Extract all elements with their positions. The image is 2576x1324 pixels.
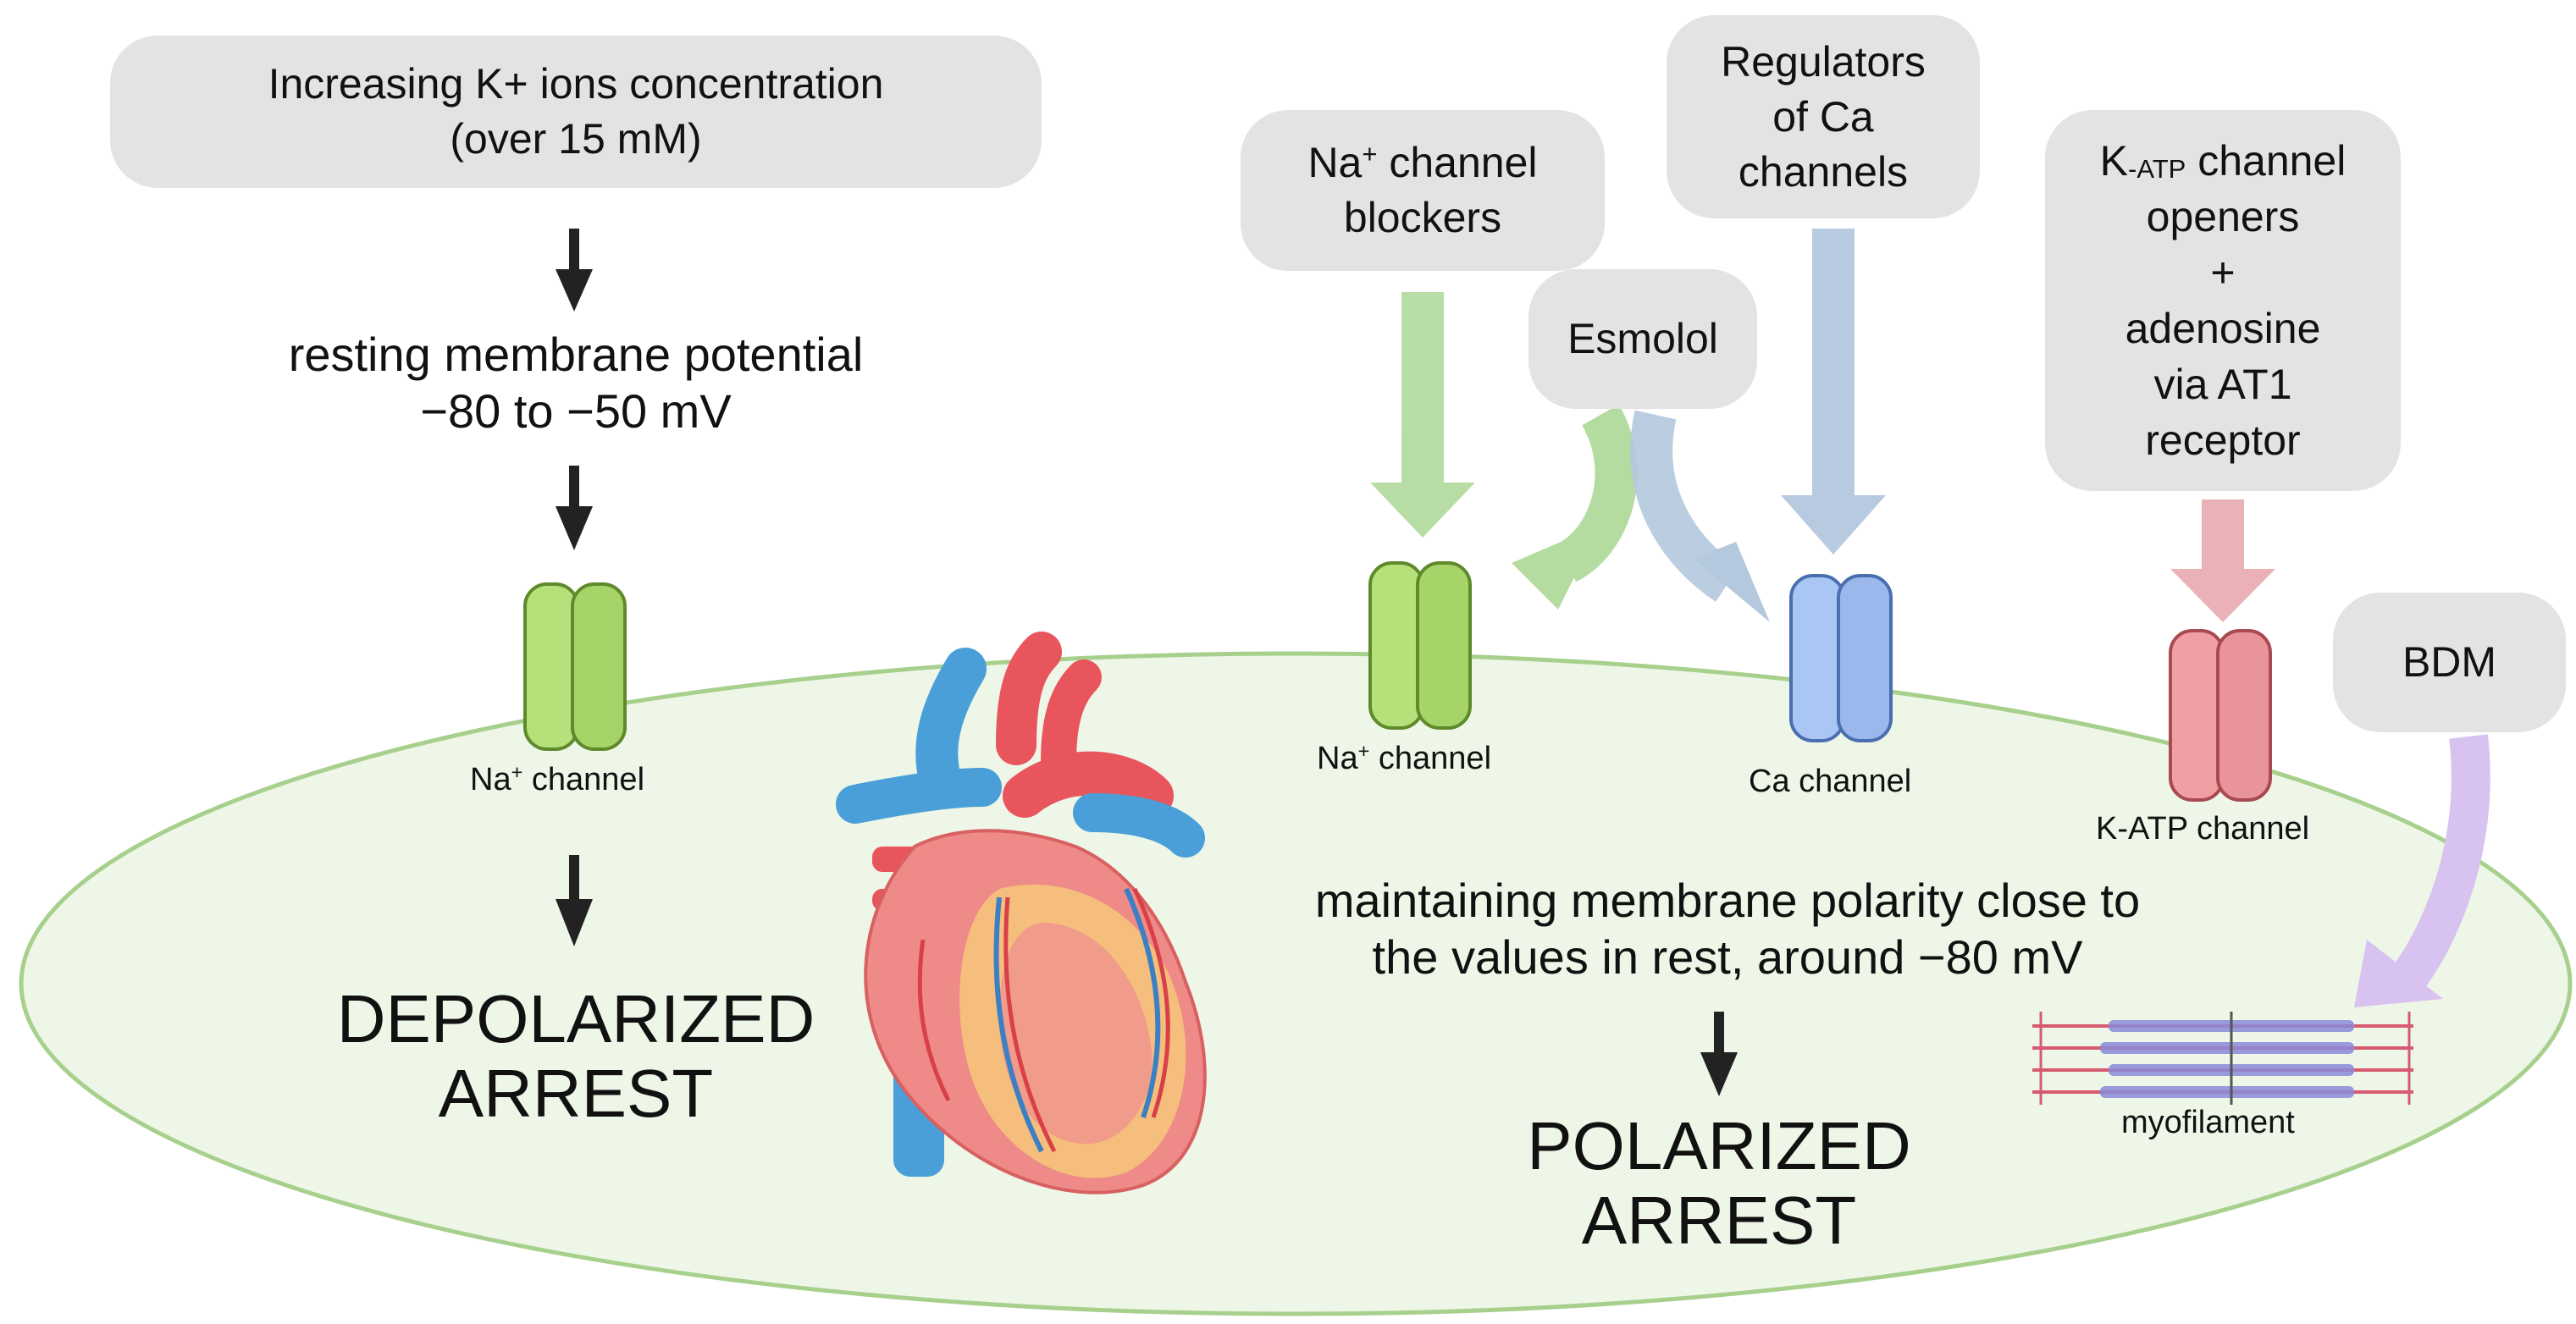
myofilament-illustration	[2032, 1012, 2413, 1105]
katp-channel-label: K-ATP channel	[2096, 811, 2310, 847]
polarity-line2: the values in rest, around −80 mV	[1372, 930, 2083, 985]
bdm-label: BDM	[2402, 638, 2497, 686]
flow-arrow-1	[556, 229, 593, 312]
depolarized-line2: ARREST	[438, 1056, 714, 1131]
flow-arrow-4	[1700, 1012, 1738, 1096]
resting-potential-text: resting membrane potential −80 to −50 mV	[135, 326, 1016, 439]
na-channel-left-icon	[523, 582, 627, 751]
ca-regulator-arrow	[1781, 229, 1886, 554]
ca-channel-icon	[1789, 574, 1893, 742]
polarized-line2: ARREST	[1581, 1183, 1857, 1258]
ca-reg-line1: Regulators	[1721, 37, 1926, 86]
myofilament-label: myofilament	[2121, 1105, 2295, 1140]
katp-opener-arrow	[2170, 499, 2275, 622]
polarized-arrest-text: POLARIZED ARREST	[1457, 1109, 1982, 1258]
katp-line6: receptor	[2145, 417, 2301, 464]
k-concentration-box: Increasing K+ ions concentration (over 1…	[110, 36, 1042, 188]
polarized-line1: POLARIZED	[1527, 1108, 1911, 1183]
esmolol-label: Esmolol	[1567, 315, 1718, 362]
na-channel-left-label: Na+ channel	[470, 761, 645, 797]
na-channel-right-icon	[1368, 561, 1472, 730]
bdm-arrow	[2354, 734, 2490, 1007]
na-blockers-box: Na+ channel blockers	[1241, 110, 1605, 271]
katp-line4: adenosine	[2125, 305, 2321, 352]
ca-channel-label: Ca channel	[1749, 764, 1912, 799]
flow-arrow-2	[556, 466, 593, 550]
ca-reg-line3: channels	[1738, 147, 1909, 196]
polarity-text: maintaining membrane polarity close to t…	[1194, 872, 2261, 985]
depolarized-arrest-text: DEPOLARIZED ARREST	[254, 982, 898, 1131]
na-blockers-line2: blockers	[1343, 194, 1502, 241]
ca-regulators-box: Regulators of Ca channels	[1667, 15, 1980, 218]
heart-illustration	[836, 632, 1207, 1194]
k-box-line2: (over 15 mM)	[450, 115, 702, 163]
katp-channel-icon	[2169, 629, 2272, 802]
katp-line5: via AT1	[2153, 361, 2292, 408]
k-box-line1: Increasing K+ ions concentration	[268, 60, 884, 108]
esmolol-blue-arrow	[1630, 410, 1770, 622]
depolarized-line1: DEPOLARIZED	[336, 981, 815, 1056]
esmolol-box: Esmolol	[1528, 269, 1757, 409]
rmp-line2: −80 to −50 mV	[420, 384, 732, 439]
cell-membrane-ellipse	[19, 651, 2573, 1316]
bdm-box: BDM	[2333, 593, 2566, 732]
katp-line2: openers	[2146, 193, 2300, 240]
katp-openers-box: K-ATP channel openers + adenosine via AT…	[2045, 110, 2401, 491]
esmolol-green-arrow	[1512, 404, 1638, 610]
na-blocker-arrow	[1370, 292, 1475, 538]
flow-arrow-3	[556, 855, 593, 946]
katp-line3: +	[2210, 249, 2236, 296]
katp-line1: K-ATP channel	[2099, 137, 2347, 185]
rmp-line1: resting membrane potential	[288, 328, 864, 381]
na-channel-right-label: Na+ channel	[1317, 740, 1492, 776]
polarity-line1: maintaining membrane polarity close to	[1314, 874, 2141, 927]
na-blockers-line1: Na+ channel	[1307, 138, 1538, 186]
ca-reg-line2: of Ca	[1772, 92, 1874, 141]
